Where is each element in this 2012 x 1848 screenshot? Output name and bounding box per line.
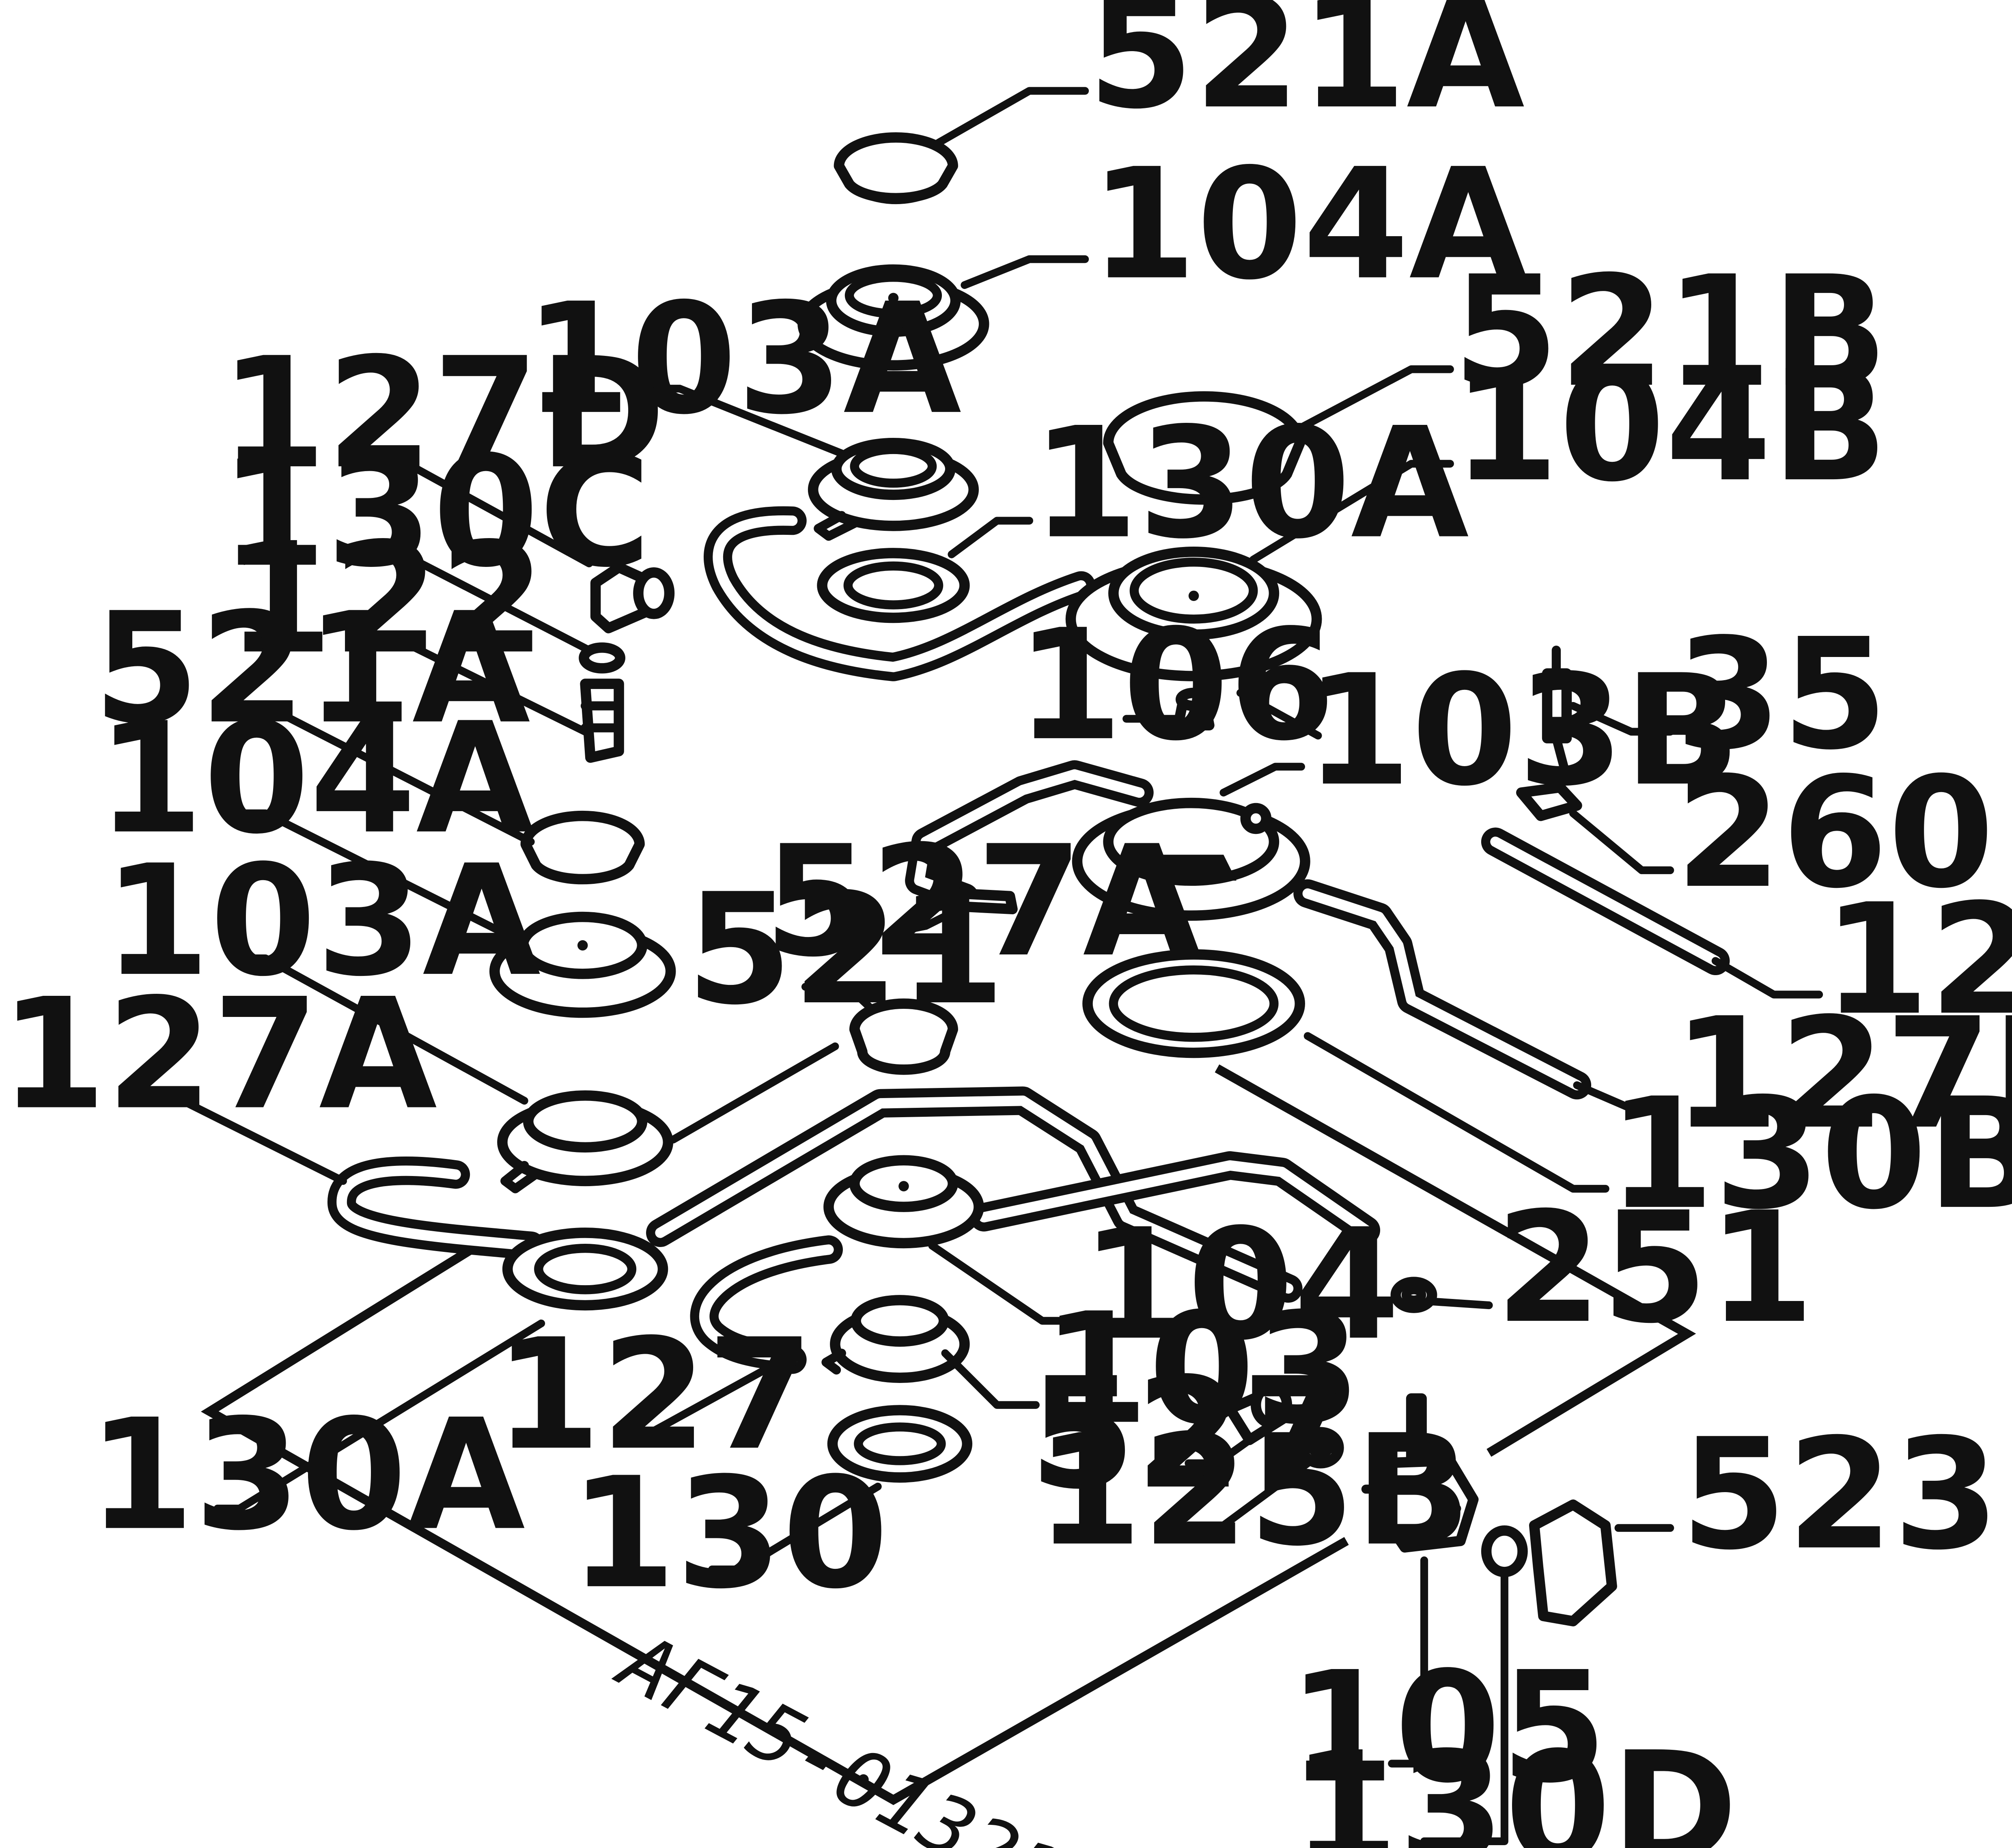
hob-outline	[200, 1233, 1349, 1805]
label-523: 523	[1680, 1406, 1999, 1583]
seal-ring-130B	[1082, 949, 1305, 1058]
burner-cap-521A-left	[520, 810, 645, 885]
sleeve-527	[1225, 1381, 1293, 1445]
burner-body-103	[821, 1295, 970, 1383]
hob-outline-right	[1215, 1064, 1696, 1457]
diagram-code: AF15-01321	[602, 1613, 1077, 1848]
label-130D: 130D	[1292, 1719, 1738, 1848]
burner-body-103A-left	[497, 1090, 674, 1193]
pipe-527A	[905, 760, 1154, 912]
nipple-122	[580, 678, 624, 763]
pipe-long-center	[646, 1086, 1303, 1303]
burner-cap-521B	[1103, 391, 1305, 505]
label-103A-left: 103A	[103, 832, 542, 1010]
pipe-top-left	[704, 506, 1096, 681]
pipe-127A	[327, 1157, 545, 1260]
label-521A-left: 521A	[93, 580, 532, 758]
label-130C: 130C	[220, 423, 651, 601]
flame-spreader-104	[823, 1155, 984, 1249]
seal-ring-130	[827, 1405, 973, 1483]
label-35: 35	[1675, 606, 1888, 784]
elbow-127D	[590, 562, 675, 633]
clip-260	[1516, 782, 1582, 821]
label-105: 105	[1288, 1639, 1607, 1817]
washer-130C	[579, 642, 625, 674]
pipe-127	[690, 1235, 843, 1374]
label-104B: 104B	[1453, 338, 1888, 515]
knob-cover-523	[1529, 1499, 1617, 1626]
burner-body-103A-top	[808, 437, 979, 541]
label-104A-top: 104A	[1090, 136, 1528, 313]
label-130: 130	[570, 1445, 889, 1622]
label-127D: 127D	[220, 325, 666, 502]
label-127C: 127C	[1823, 871, 2012, 1049]
burner-body-103B	[1072, 797, 1310, 921]
pipe-right-short	[969, 1151, 1381, 1245]
electrode-35	[1542, 646, 1572, 782]
flame-spreader-104A-left	[489, 911, 676, 1018]
label-130A-top: 130A	[1032, 394, 1470, 572]
label-527A: 527A	[764, 813, 1202, 991]
label-521A-top: 521A	[1088, 0, 1526, 142]
rod-127C	[1481, 827, 1730, 976]
gas-tap-105	[1361, 1393, 1479, 1553]
label-103A-top: 103A	[524, 270, 963, 448]
seal-ring-130A-top	[817, 548, 970, 623]
burner-cap-521	[849, 998, 958, 1075]
label-106: 106	[1017, 597, 1336, 774]
label-130A-bottom: 130A	[88, 1386, 526, 1564]
label-104: 104	[1081, 1196, 1400, 1374]
label-103: 103	[1042, 1280, 1361, 1458]
label-103B: 103B	[1305, 642, 1741, 820]
flame-spreader-104B	[1065, 546, 1322, 681]
label-122: 122	[226, 510, 545, 687]
seal-ring-130A-bottom	[502, 1228, 668, 1311]
label-251: 251	[1495, 1179, 1814, 1357]
label-127A: 127A	[0, 965, 438, 1143]
washer-130D	[1481, 1525, 1528, 1577]
label-125B: 125B	[1036, 1402, 1471, 1580]
label-527: 527	[1029, 1345, 1348, 1523]
label-521B: 521B	[1453, 243, 1888, 421]
label-130B: 130B	[1608, 1065, 2012, 1243]
label-260: 260	[1675, 744, 1994, 922]
leaders	[125, 87, 1823, 1846]
label-521: 521	[686, 861, 1005, 1038]
label-104A-left: 104A	[97, 690, 535, 868]
grommet-251	[1390, 1277, 1437, 1313]
connector-527A	[955, 888, 1018, 915]
burner-cap-521A-top	[834, 132, 958, 204]
pipe-127B	[1293, 879, 1592, 1100]
label-127: 127	[495, 1306, 814, 1484]
label-127B: 127B	[1673, 985, 2012, 1163]
flame-spreader-104A-top	[797, 264, 989, 371]
nut-125B	[1297, 1427, 1344, 1469]
